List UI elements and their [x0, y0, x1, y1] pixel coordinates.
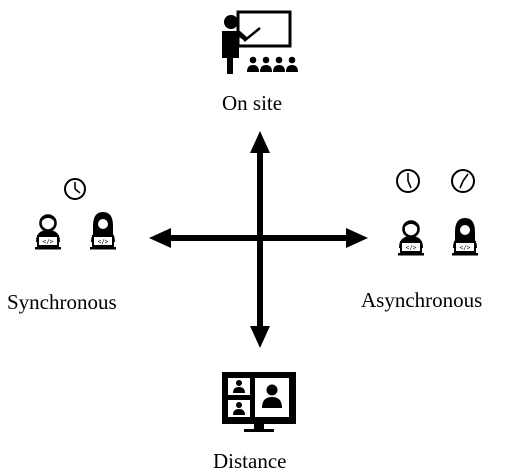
clock-icon: [396, 169, 420, 193]
student-with-laptop-icon: [33, 214, 63, 251]
video-conference-icon: [222, 372, 296, 432]
clock-icon: [451, 169, 475, 193]
vertical-arrow: [250, 131, 270, 348]
asynchronous-label: Asynchronous: [361, 288, 483, 312]
student-with-laptop-icon: [89, 211, 117, 251]
synchronous-label: Synchronous: [7, 290, 117, 314]
teacher-at-board-icon: [222, 10, 298, 74]
horizontal-arrow: [149, 228, 368, 248]
clock-icon: [64, 178, 86, 200]
on-site-label: On site: [222, 91, 283, 115]
student-with-laptop-icon: [451, 217, 479, 257]
student-with-laptop-icon: [396, 220, 426, 257]
distance-label: Distance: [213, 449, 287, 473]
